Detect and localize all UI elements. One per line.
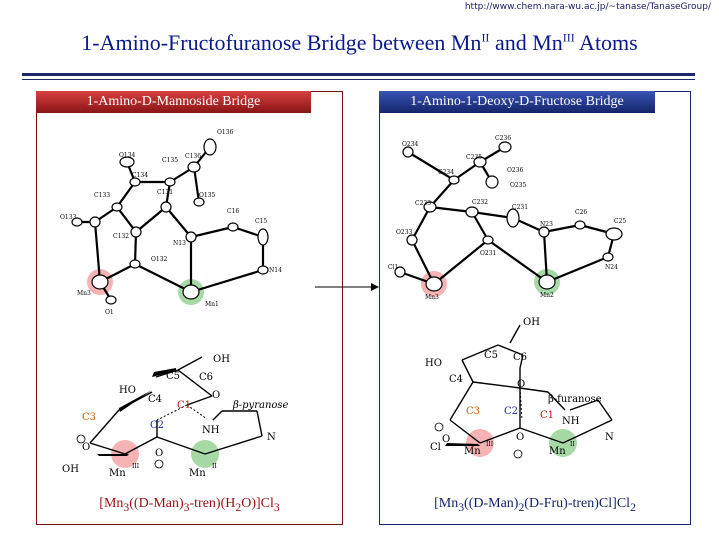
svg-text:β-pyranose: β-pyranose: [232, 400, 289, 411]
svg-text:C6: C6: [513, 352, 527, 363]
svg-text:O: O: [155, 448, 163, 459]
svg-text:C1: C1: [177, 400, 191, 411]
svg-text:C132: C132: [113, 233, 129, 240]
svg-text:O: O: [442, 434, 450, 445]
svg-text:C15: C15: [255, 218, 267, 225]
svg-text:C135: C135: [162, 157, 178, 164]
svg-text:Mn3: Mn3: [425, 294, 439, 301]
svg-text:Mn2: Mn2: [540, 292, 554, 299]
svg-text:C131: C131: [157, 189, 173, 196]
fructose-panel: 1-Amino-1-Deoxy-D-Fructose Bridge: [379, 91, 691, 525]
svg-text:III: III: [132, 463, 140, 470]
svg-text:Mn: Mn: [464, 446, 481, 457]
svg-text:C26: C26: [575, 209, 587, 216]
svg-text:O136: O136: [217, 129, 234, 136]
svg-text:C133: C133: [94, 192, 110, 199]
svg-text:O231: O231: [480, 250, 496, 257]
svg-text:Mn1: Mn1: [205, 301, 219, 308]
svg-text:O234: O234: [402, 141, 419, 148]
svg-text:C235: C235: [466, 154, 482, 161]
svg-text:C3: C3: [82, 412, 96, 423]
svg-text:O235: O235: [510, 182, 527, 189]
svg-text:C25: C25: [614, 218, 626, 225]
svg-text:Mn: Mn: [189, 468, 206, 479]
svg-text:O134: O134: [119, 152, 136, 159]
svg-text:C5: C5: [166, 371, 180, 382]
svg-text:N: N: [267, 432, 276, 443]
svg-text:C4: C4: [148, 394, 162, 405]
svg-text:O236: O236: [507, 167, 524, 174]
svg-text:C3: C3: [466, 406, 480, 417]
svg-text:III: III: [486, 441, 494, 448]
svg-text:C16: C16: [227, 208, 239, 215]
mannoside-formula: [Mn3((D-Man)3-tren)(H2O)]Cl3: [99, 496, 280, 514]
svg-text:O233: O233: [396, 229, 413, 236]
svg-text:C5: C5: [484, 350, 498, 361]
svg-text:OH: OH: [523, 317, 540, 328]
svg-text:C4: C4: [449, 374, 463, 385]
svg-text:C232: C232: [472, 199, 488, 206]
svg-text:Cl1: Cl1: [388, 264, 398, 271]
mannoside-crystal-structure: O136 O134 C135 C136 C134 C133 C131 O135 …: [60, 129, 282, 316]
fructose-formula: [Mn3((D-Man)2(D-Fru)-tren)Cl]Cl2: [434, 496, 636, 514]
svg-text:NH: NH: [202, 425, 220, 436]
svg-text:N14: N14: [269, 267, 282, 274]
svg-text:II: II: [570, 441, 575, 448]
svg-text:C2: C2: [504, 406, 518, 417]
svg-text:O: O: [516, 432, 524, 443]
svg-text:O: O: [212, 390, 220, 401]
svg-text:OH: OH: [62, 464, 79, 475]
svg-text:N: N: [605, 432, 614, 443]
svg-text:O1: O1: [105, 309, 114, 316]
svg-text:N24: N24: [605, 264, 618, 271]
svg-text:Cl: Cl: [430, 442, 441, 453]
source-url[interactable]: http://www.chem.nara-wu.ac.jp/~tanase/Ta…: [464, 2, 711, 12]
svg-text:HO: HO: [425, 358, 442, 369]
svg-text:NH: NH: [562, 416, 580, 427]
svg-text:OH: OH: [213, 354, 230, 365]
svg-text:O133: O133: [60, 214, 77, 221]
svg-text:C6: C6: [199, 372, 213, 383]
transition-arrow: [315, 283, 379, 291]
title-rule-thick: [22, 73, 695, 76]
svg-text:O: O: [82, 442, 90, 453]
svg-text:II: II: [212, 463, 217, 470]
mannoside-panel: 1-Amino-D-Mannoside Bridge: [36, 91, 343, 525]
svg-text:C236: C236: [495, 135, 511, 142]
title-rule-thin: [22, 79, 695, 80]
svg-text:C231: C231: [512, 204, 528, 211]
svg-text:C1: C1: [540, 410, 554, 421]
svg-text:N23: N23: [540, 221, 553, 228]
svg-text:C2: C2: [150, 420, 164, 431]
svg-text:Mn: Mn: [549, 446, 566, 457]
mannoside-tab: 1-Amino-D-Mannoside Bridge: [36, 91, 311, 113]
fructose-scheme: OH C6 C5 HO C4 O C3 C2 C1 β-furanose O O…: [425, 317, 614, 459]
svg-text:HO: HO: [119, 385, 136, 396]
svg-text:C136: C136: [185, 153, 201, 160]
mannoside-scheme: OH C6 C5 HO C4 O C3 C1 C2 β-pyranose O O…: [62, 354, 289, 479]
svg-text:β-furanose: β-furanose: [548, 394, 602, 405]
svg-text:C234: C234: [438, 169, 454, 176]
svg-text:O: O: [517, 379, 525, 390]
svg-text:O132: O132: [151, 256, 168, 263]
svg-text:O135: O135: [199, 192, 216, 199]
fructose-crystal-structure: C236 O234 C234 C235 O236 O235 C233 C232 …: [388, 135, 626, 301]
svg-text:C134: C134: [132, 172, 148, 179]
svg-text:C233: C233: [415, 200, 431, 207]
page-title: 1-Amino-Fructofuranose Bridge between Mn…: [81, 30, 638, 55]
svg-text:Mn: Mn: [109, 468, 126, 479]
svg-text:N13: N13: [173, 240, 186, 247]
svg-text:Mn3: Mn3: [77, 290, 91, 297]
fructose-tab: 1-Amino-1-Deoxy-D-Fructose Bridge: [379, 91, 655, 113]
